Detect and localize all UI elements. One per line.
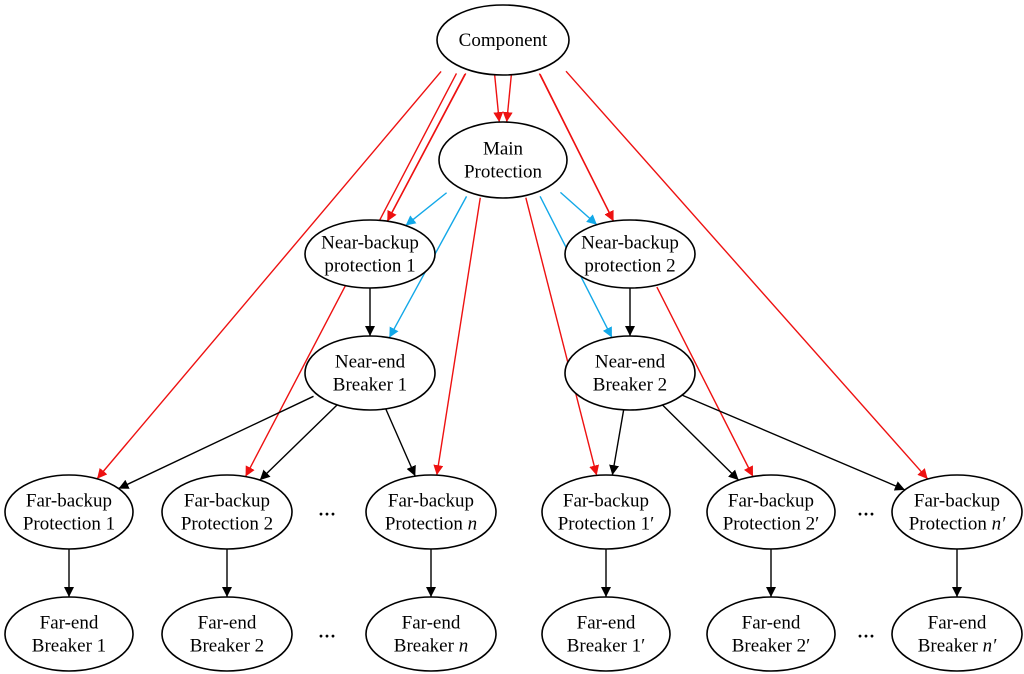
- edge-near-breaker-1-to-far-backup-2: [259, 404, 338, 481]
- node-label: Near-end: [335, 352, 406, 373]
- node-label: Far-end: [198, 613, 257, 634]
- node-label: Breaker 1′: [567, 636, 646, 657]
- node-ellipse: [161, 474, 293, 550]
- node-ellipse: [541, 596, 671, 672]
- node-ellipse: [564, 219, 696, 289]
- node-label: protection 2: [584, 256, 675, 277]
- node-label: Far-end: [742, 613, 801, 634]
- node-label: Breaker 1: [333, 375, 407, 396]
- edge-component-to-near-backup-1: [386, 73, 466, 222]
- node-ellipse: [365, 474, 497, 550]
- node-label: Breaker 2: [593, 375, 667, 396]
- edge-near-breaker-2-to-far-backup-np: [681, 394, 906, 491]
- node-label: Far-backup: [914, 491, 1000, 512]
- edge-near-breaker-1-to-far-backup-n: [385, 408, 416, 477]
- edge-main-to-near-backup-1: [405, 192, 448, 227]
- node-label: Near-backup: [581, 233, 679, 254]
- node-ellipse: [706, 474, 836, 550]
- node-label: Protection: [464, 162, 543, 183]
- node-label: Far-end: [40, 613, 99, 634]
- node-label: Far-end: [402, 613, 461, 634]
- node-label: Near-end: [595, 352, 666, 373]
- node-label: Breaker n′: [918, 636, 997, 657]
- ellipsis-marker: ···: [318, 626, 336, 646]
- node-ellipse: [304, 219, 436, 289]
- node-label: Main: [483, 139, 524, 160]
- node-label: Breaker 1: [32, 636, 106, 657]
- ellipsis-markers: ··· ··· ··· ···: [318, 504, 875, 646]
- node-label: Protection 1′: [558, 514, 655, 535]
- node-ellipse: [436, 4, 570, 76]
- node-label: Far-backup: [728, 491, 814, 512]
- node-label: Near-backup: [321, 233, 419, 254]
- node-label: Protection n: [385, 514, 477, 535]
- node-ellipse: [438, 121, 568, 199]
- edge-main-to-near-backup-2: [559, 191, 598, 226]
- ellipsis-marker: ···: [318, 504, 336, 524]
- edge-component-to-main: [493, 74, 504, 123]
- edge-near-backup-2-to-far-backup-2p: [656, 286, 754, 477]
- node-label: Protection 1: [23, 514, 115, 535]
- node-ellipse: [365, 596, 497, 672]
- edge-main-to-far-backup-1p: [525, 197, 600, 476]
- node-label: Breaker 2′: [732, 636, 811, 657]
- node-label: Component: [459, 30, 548, 51]
- node-ellipse: [891, 596, 1023, 672]
- node-label: protection 1: [324, 256, 415, 277]
- node-ellipse: [891, 474, 1023, 550]
- node-ellipse: [706, 596, 836, 672]
- edge-component-to-far-backup-np: [565, 70, 929, 480]
- node-label: Protection 2′: [723, 514, 820, 535]
- node-ellipse: [161, 596, 293, 672]
- node-label: Far-end: [577, 613, 636, 634]
- node-label: Far-backup: [388, 491, 474, 512]
- nodes: ComponentMainProtectionNear-backupprotec…: [4, 4, 1023, 672]
- edge-component-to-far-backup-1: [96, 71, 442, 480]
- edges: [64, 70, 962, 597]
- node-ellipse: [304, 335, 436, 411]
- node-ellipse: [541, 474, 671, 550]
- edge-component-to-main: [502, 74, 513, 123]
- node-label: Protection 2: [181, 514, 273, 535]
- node-label: Far-backup: [184, 491, 270, 512]
- node-ellipse: [4, 596, 134, 672]
- node-label: Far-backup: [563, 491, 649, 512]
- node-label: Protection n′: [909, 514, 1006, 535]
- node-label: Breaker n: [394, 636, 468, 657]
- node-component: Component: [436, 4, 570, 76]
- edge-main-to-far-backup-n: [433, 197, 481, 476]
- node-ellipse: [564, 335, 696, 411]
- node-label: Far-backup: [26, 491, 112, 512]
- edge-near-breaker-2-to-far-backup-2p: [662, 404, 740, 481]
- edge-component-to-near-backup-2: [539, 73, 615, 222]
- edge-near-breaker-1-to-far-backup-1: [118, 395, 314, 490]
- ellipsis-marker: ···: [857, 504, 875, 524]
- node-label: Breaker 2: [190, 636, 264, 657]
- edge-near-breaker-2-to-far-backup-1p: [609, 409, 625, 476]
- ellipsis-marker: ···: [857, 626, 875, 646]
- node-ellipse: [4, 474, 134, 550]
- node-label: Far-end: [928, 613, 987, 634]
